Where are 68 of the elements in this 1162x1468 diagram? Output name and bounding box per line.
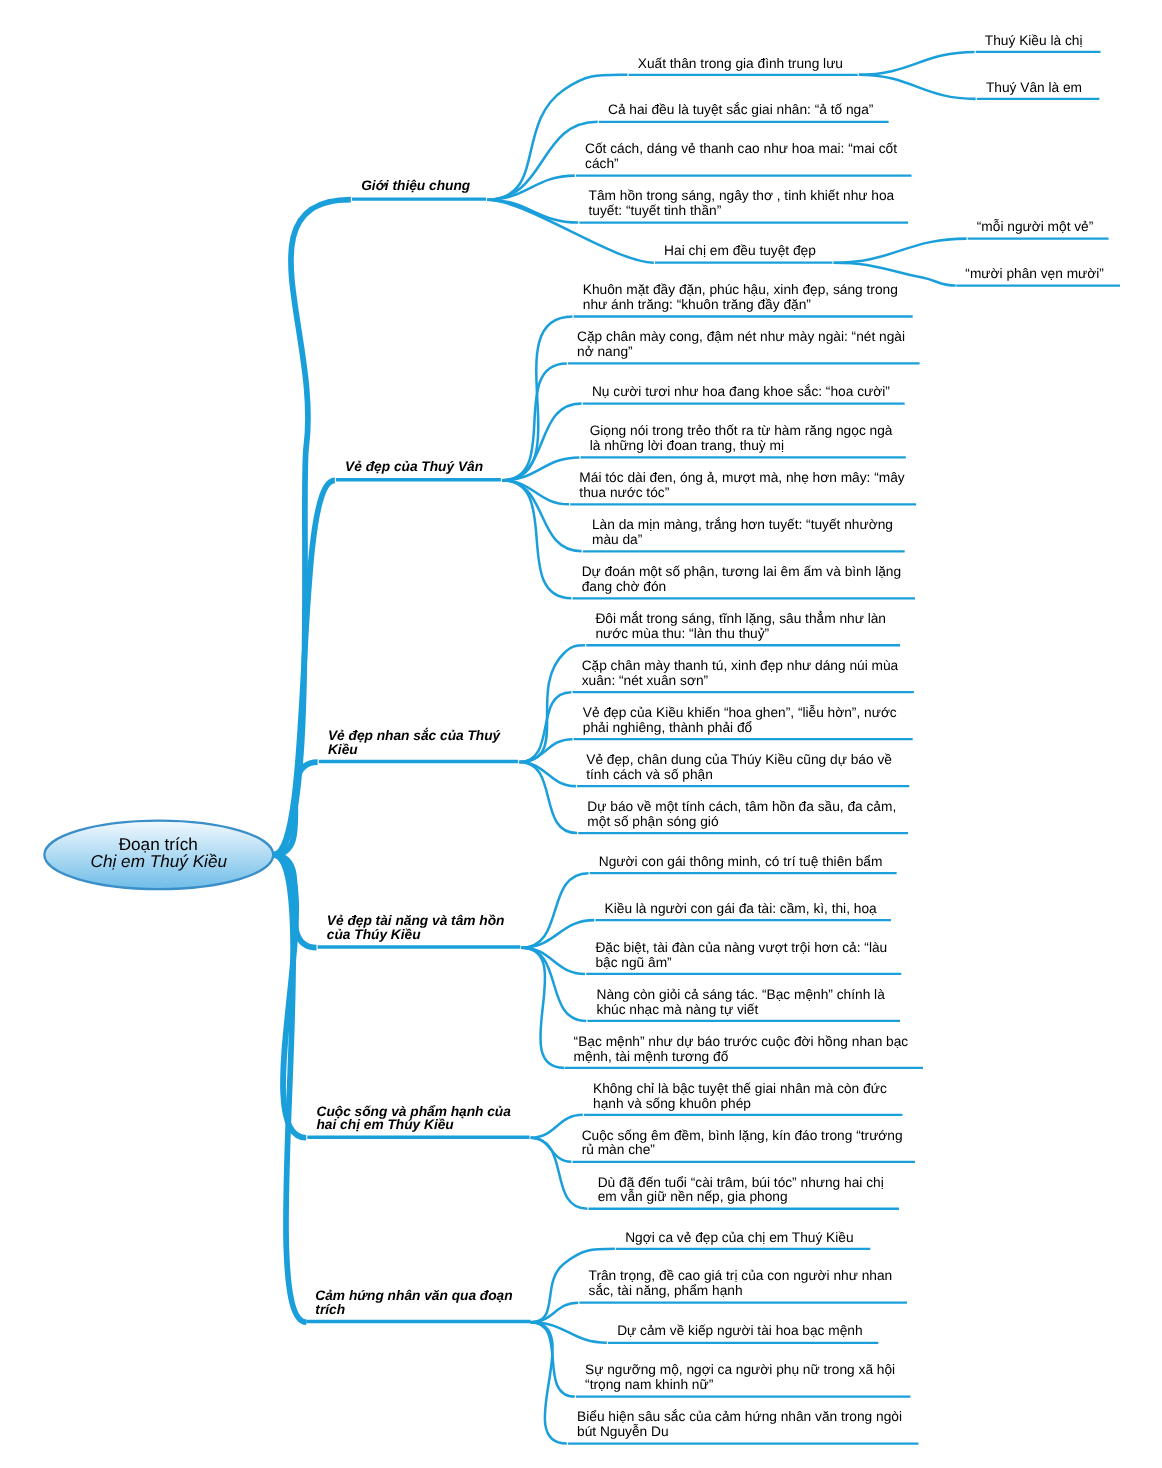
node-box [653, 261, 832, 264]
connector [518, 690, 571, 764]
connector [520, 946, 586, 1023]
connector [518, 760, 577, 835]
node-box [305, 1319, 530, 1324]
node-box [572, 738, 912, 741]
node-box [334, 478, 500, 482]
node-box [607, 1341, 878, 1344]
connector [500, 479, 571, 600]
node-box [585, 972, 901, 976]
node-box [566, 362, 919, 365]
connector [520, 918, 594, 949]
node-box [579, 456, 905, 459]
node-box [566, 1442, 918, 1445]
node-box [966, 237, 1108, 240]
node-box [594, 919, 890, 922]
node-box [597, 120, 888, 123]
connector [857, 50, 974, 77]
connector [857, 73, 975, 101]
connector [271, 759, 318, 858]
node-box [574, 174, 911, 177]
node-box [571, 597, 914, 600]
connector [518, 737, 572, 764]
connector [529, 1320, 574, 1398]
node-box [581, 402, 904, 405]
node-box [581, 550, 904, 553]
node-box [577, 831, 908, 835]
connector [270, 852, 307, 1141]
connector [832, 261, 955, 287]
node-box [585, 644, 900, 647]
node-box [975, 97, 1099, 100]
node-box [317, 759, 518, 764]
node-box [588, 872, 896, 875]
connector [486, 198, 653, 264]
connector [486, 73, 627, 201]
connector [529, 1113, 582, 1139]
node-box [563, 1066, 922, 1070]
connector [270, 478, 336, 858]
connector [518, 643, 585, 764]
connector [529, 1301, 578, 1324]
node-box [582, 1113, 902, 1116]
node-box [974, 50, 1100, 54]
node-box [576, 784, 909, 788]
node-box [627, 73, 857, 76]
node-box [571, 1160, 914, 1163]
node-ellipse: Đoạn trích Chị em Thuý Kiều [42, 819, 274, 891]
node-box [571, 691, 913, 694]
node-box [586, 1019, 900, 1023]
node-box [316, 945, 520, 949]
connector [529, 1320, 567, 1445]
node-box [955, 284, 1119, 287]
node-box [578, 221, 908, 224]
connector [529, 1136, 587, 1210]
node-box [587, 1207, 898, 1210]
node-box [569, 503, 916, 506]
node-box [615, 1247, 870, 1250]
connector [270, 852, 308, 1325]
node-box [574, 1395, 910, 1398]
connector [486, 174, 574, 201]
node-box [578, 1301, 906, 1304]
node-box [306, 1135, 529, 1139]
connector [270, 196, 351, 858]
connector [529, 1247, 614, 1324]
node-box [351, 197, 485, 201]
connector [486, 120, 597, 201]
node-box [572, 315, 912, 318]
connector [520, 946, 585, 976]
connector [520, 946, 564, 1070]
